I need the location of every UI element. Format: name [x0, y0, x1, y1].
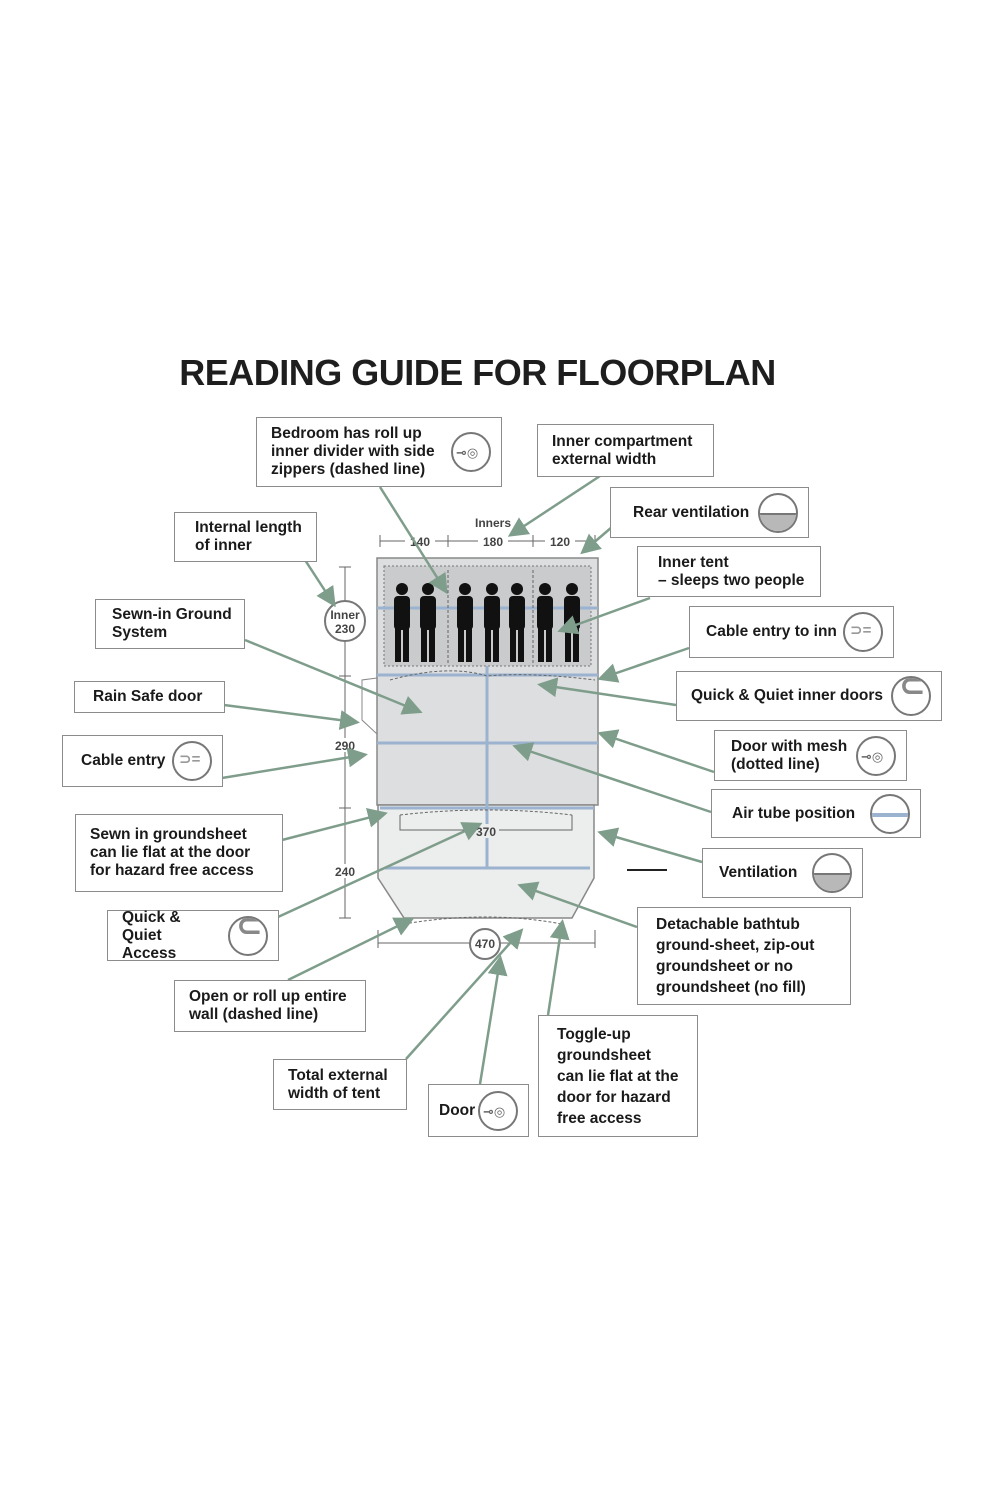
magnet-icon [891, 676, 931, 716]
person-silhouette [457, 583, 473, 662]
dim-240: 240 [335, 865, 355, 879]
label-toggle: Toggle-up groundsheet can lie flat at th… [538, 1015, 698, 1137]
dim-470: 470 [475, 937, 495, 951]
ventilation-icon [812, 853, 852, 893]
callout-arrow [507, 474, 601, 537]
door-zip-icon [478, 1090, 518, 1131]
label-internal-length: Internal length of inner [174, 512, 317, 562]
callout-arrow [546, 919, 570, 1016]
person-silhouette [484, 583, 500, 662]
callout-arrow [597, 729, 715, 774]
label-qq-access: Quick & Quiet Access [107, 909, 279, 962]
label-ventilation: Ventilation [702, 848, 863, 898]
callout-arrow [287, 917, 415, 982]
label-rear-vent: Rear ventilation [610, 487, 809, 538]
magnet-icon [228, 915, 268, 956]
callout-arrow [597, 827, 703, 864]
label-door-mesh: Door with mesh (dotted line) [714, 730, 907, 781]
dim-290: 290 [335, 739, 355, 753]
ventilation-icon [758, 492, 798, 533]
label-cable-inner: Cable entry to inn [689, 606, 894, 658]
callout-arrow [378, 486, 448, 595]
callout-arrow [478, 955, 508, 1085]
label-rain-safe: Rain Safe door [74, 681, 225, 713]
person-silhouette [509, 583, 525, 662]
label-door: Door [428, 1084, 529, 1137]
dim-370: 370 [476, 825, 496, 839]
air-tube-icon [870, 793, 910, 834]
callout-arrow [303, 559, 336, 608]
plug-icon [172, 741, 212, 781]
callout-arrow [557, 596, 651, 635]
label-sewn-flat: Sewn in groundsheet can lie flat at the … [75, 814, 283, 892]
person-silhouette [420, 583, 436, 662]
label-qq-inner: Quick & Quiet inner doors [676, 671, 942, 721]
callout-arrow [281, 808, 388, 842]
callout-arrow [405, 928, 524, 1060]
plug-icon [843, 612, 883, 652]
callout-arrow [277, 822, 483, 919]
dim-140: 140 [410, 535, 430, 549]
label-open-wall: Open or roll up entire wall (dashed line… [174, 980, 366, 1032]
callout-arrow [537, 677, 677, 707]
dim-inner-label: Inner [330, 608, 360, 622]
page-title: READING GUIDE FOR FLOORPLAN [179, 352, 776, 393]
rain-safe-door [361, 677, 378, 735]
callout-arrow [221, 747, 368, 780]
label-total-width: Total external width of tent [273, 1059, 407, 1110]
label-sewn-ground: Sewn-in Ground System [95, 599, 245, 649]
label-inner-tent: Inner tent – sleeps two people [637, 546, 821, 597]
mesh-door-icon [856, 735, 896, 776]
label-cable-entry: Cable entry [62, 735, 223, 787]
label-inner-width: Inner compartment external width [537, 424, 714, 477]
label-bedroom: Bedroom has roll up inner divider with s… [256, 417, 502, 487]
label-air-tube: Air tube position [711, 789, 921, 838]
callout-arrow [580, 526, 613, 555]
callout-arrow [223, 703, 360, 730]
callout-arrow [512, 742, 712, 814]
dim-inners: Inners [475, 516, 511, 530]
person-silhouette [394, 583, 410, 662]
zipper-icon [451, 432, 491, 472]
callout-arrows [221, 474, 715, 1085]
dim-180: 180 [483, 535, 503, 549]
label-detachable: Detachable bathtub ground-sheet, zip-out… [637, 907, 851, 1005]
callout-arrow [517, 881, 638, 929]
callout-arrow [597, 646, 690, 683]
dim-120: 120 [550, 535, 570, 549]
callout-arrow [244, 638, 423, 715]
people-silhouettes [394, 583, 580, 662]
dim-inner-230: 230 [335, 622, 355, 636]
person-silhouette [537, 583, 553, 662]
